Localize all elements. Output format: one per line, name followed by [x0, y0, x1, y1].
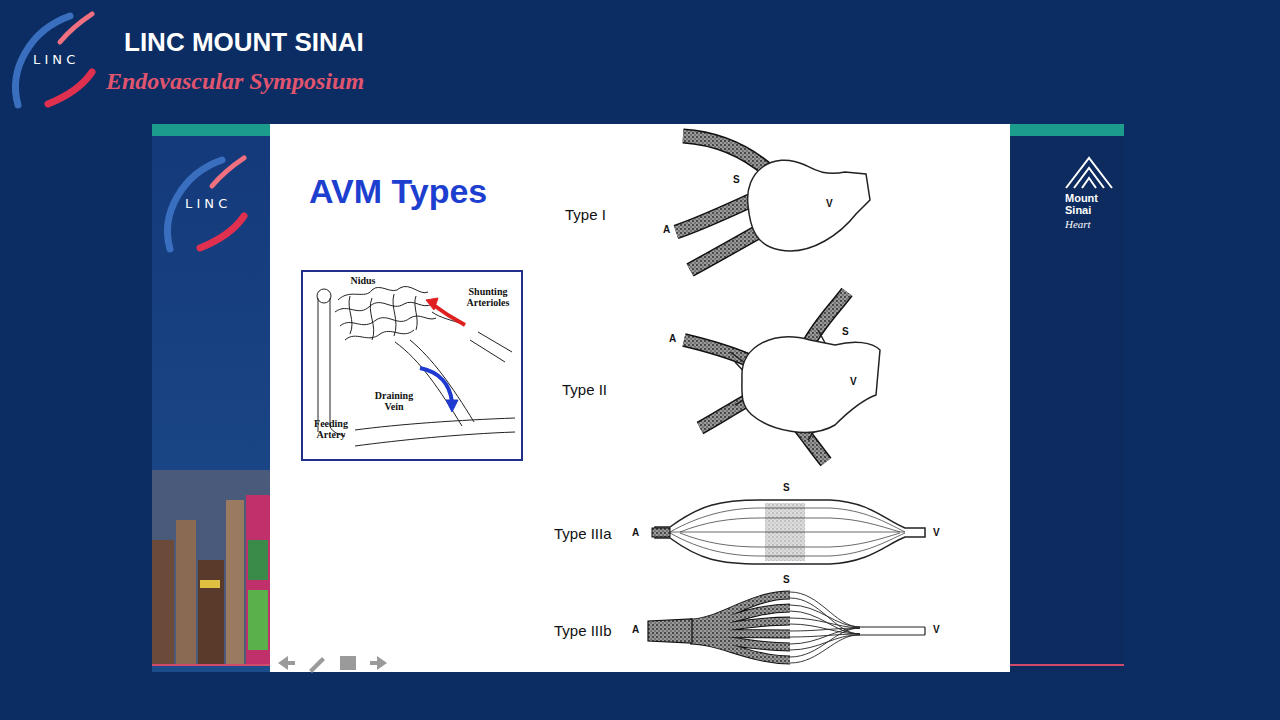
vein-letter: V	[850, 376, 857, 387]
artery-letter: A	[669, 333, 676, 344]
linc-logo	[168, 158, 244, 249]
figure-label: Shunting Arterioles	[455, 286, 521, 308]
vein-letter: V	[933, 624, 940, 635]
mount-sinai-logo	[1066, 158, 1112, 188]
header-title: LINC MOUNT SINAI	[124, 27, 364, 58]
type-3b-figure	[648, 592, 925, 663]
logo-text: L I N C	[33, 52, 75, 67]
inset-figure-box: NidusShunting ArteriolesDraining VeinFee…	[301, 270, 523, 461]
artery-letter: A	[632, 527, 639, 538]
type-3a-figure	[652, 500, 925, 564]
brand-name: Heart	[1065, 218, 1091, 230]
brand-name: Mount Sinai	[1065, 193, 1109, 216]
logo-text: L I N C	[185, 196, 227, 211]
city-photo	[152, 470, 270, 664]
slide-title: AVM Types	[309, 172, 487, 211]
linc-logo	[16, 14, 92, 105]
figure-label: Draining Vein	[369, 390, 419, 412]
vein-letter: V	[826, 198, 833, 209]
type-label: Type IIIa	[554, 525, 612, 542]
artery-letter: A	[632, 624, 639, 635]
figure-label: Feeding Artery	[305, 418, 357, 440]
shunt-letter: S	[842, 326, 849, 337]
type-1-figure	[676, 136, 870, 270]
type-label: Type IIIb	[554, 622, 612, 639]
shunt-letter: S	[783, 482, 790, 493]
shunt-letter: S	[783, 574, 790, 585]
figure-label: Nidus	[343, 275, 383, 286]
header-subtitle: Endovascular Symposium	[106, 68, 364, 95]
type-2-figure	[684, 292, 880, 462]
type-label: Type II	[562, 381, 607, 398]
vein-letter: V	[933, 527, 940, 538]
shunt-letter: S	[733, 174, 740, 185]
artery-letter: A	[663, 224, 670, 235]
nav-icons	[278, 656, 387, 673]
type-label: Type I	[565, 206, 606, 223]
